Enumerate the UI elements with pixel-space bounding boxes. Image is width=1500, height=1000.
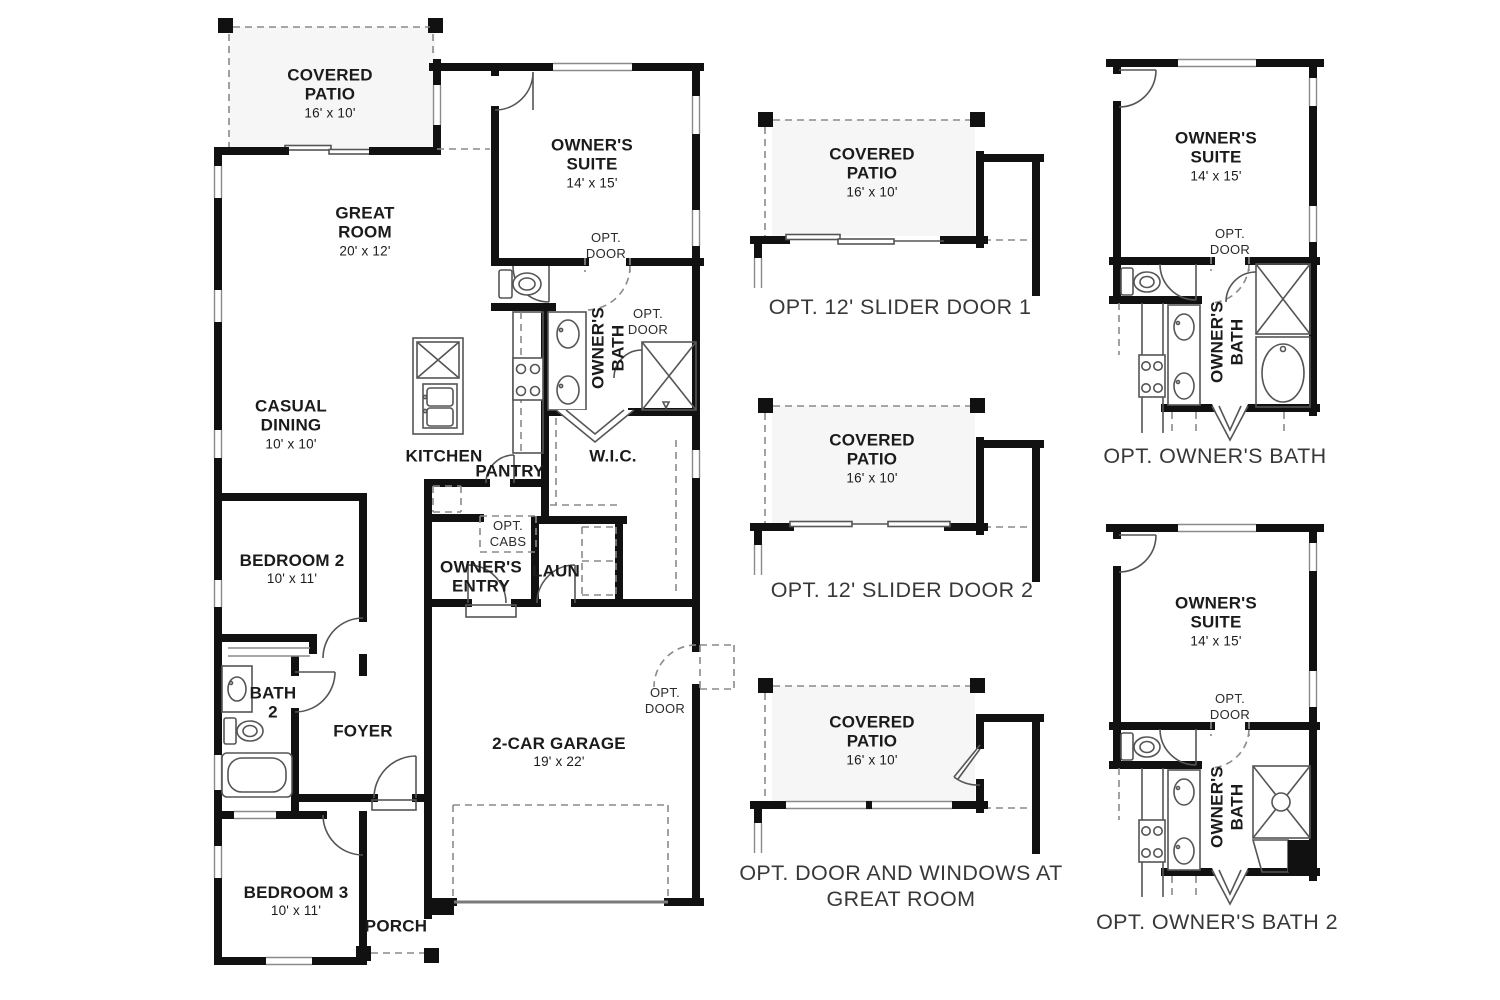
suite-door-swing xyxy=(1118,534,1157,573)
room-label-laundry: LAUN xyxy=(531,561,580,581)
room-label-suite-option-2: OWNER'S SUITE 14' x 15' xyxy=(1175,593,1257,649)
shower-icon xyxy=(1225,263,1311,335)
toilet-door-swing xyxy=(1159,728,1197,766)
room-label-bedroom3: BEDROOM 3 10' x 11' xyxy=(243,883,349,919)
room-label-bath-option-2: OWNER'S BATH xyxy=(1207,766,1246,848)
bath2-toilet-icon xyxy=(223,717,264,745)
room-label-patio-option-3: COVERED PATIO 16' x 10' xyxy=(829,712,915,768)
door-swings xyxy=(294,71,643,856)
toilet-icon xyxy=(1120,732,1161,761)
main-floor-plan xyxy=(213,18,735,966)
option-slider-door-2 xyxy=(750,398,1044,582)
opt-door-label-garage: OPT. DOOR xyxy=(644,685,686,716)
walk-in-shower-icon xyxy=(1252,765,1311,839)
room-label-bedroom2: BEDROOM 2 10' x 11' xyxy=(239,551,345,587)
option-caption-owners-bath-1: OPT. OWNER'S BATH xyxy=(1103,443,1327,468)
bath2-sink-icon xyxy=(221,665,253,713)
vanity-sinks-icon xyxy=(1167,769,1201,871)
room-label-porch: PORCH xyxy=(364,916,428,936)
room-label-kitchen: KITCHEN xyxy=(405,446,483,466)
room-label-garage: 2-CAR GARAGE 19' x 22' xyxy=(492,734,626,770)
option-caption-door-windows: OPT. DOOR AND WINDOWS AT GREAT ROOM xyxy=(739,860,1063,911)
vanity-sinks-icon xyxy=(547,311,587,411)
vanity-sinks-icon xyxy=(1167,304,1201,406)
option-caption-slider-door-1: OPT. 12' SLIDER DOOR 1 xyxy=(768,294,1032,319)
room-label-foyer: FOYER xyxy=(333,721,393,741)
cooktop-icon xyxy=(512,311,544,454)
entry-step xyxy=(465,604,517,618)
option-owners-bath-2 xyxy=(1106,523,1324,906)
garage-corner-block xyxy=(424,898,454,915)
option-slider-door-1 xyxy=(750,112,1044,296)
toilet-door-swing xyxy=(1159,263,1197,301)
bathtub-icon xyxy=(221,752,293,798)
room-label-suite-option-1: OWNER'S SUITE 14' x 15' xyxy=(1175,128,1257,184)
option-owners-bath-1 xyxy=(1106,58,1324,442)
room-label-bath-option-1: OWNER'S BATH xyxy=(1207,301,1246,383)
room-label-wic: W.I.C. xyxy=(589,446,637,466)
cased-opening-arrow xyxy=(1211,868,1249,906)
porch-structure xyxy=(356,799,439,963)
cased-opening-arrow xyxy=(1211,404,1249,442)
shower-bench xyxy=(1251,839,1312,873)
opt-cabs-label: OPT. CABS xyxy=(489,518,527,549)
room-label-patio-option-2: COVERED PATIO 16' x 10' xyxy=(829,430,915,486)
room-label-casual-dining: CASUAL DINING 10' x 10' xyxy=(254,396,328,452)
room-label-patio-option-1: COVERED PATIO 16' x 10' xyxy=(829,144,915,200)
toilet-icon xyxy=(498,269,542,299)
dashed-details xyxy=(371,148,735,954)
room-label-great-room: GREAT ROOM 20' x 12' xyxy=(335,203,395,259)
kitchen-counter-edge xyxy=(1138,303,1166,433)
room-label-covered-patio: COVERED PATIO 16' x 10' xyxy=(287,65,373,121)
toilet-icon xyxy=(1120,267,1161,296)
shower-icon xyxy=(641,341,697,411)
option-caption-owners-bath-2: OPT. OWNER'S BATH 2 xyxy=(1096,909,1338,934)
opt-door-label-suite: OPT. DOOR xyxy=(585,230,627,261)
room-label-bath2: BATH 2 xyxy=(249,683,297,722)
opt-door-label-option-1: OPT. DOOR xyxy=(1209,226,1251,257)
room-label-owners-entry: OWNER'S ENTRY xyxy=(440,557,522,596)
kitchen-counter-edge xyxy=(1138,768,1166,897)
room-label-owners-suite: OWNER'S SUITE 14' x 15' xyxy=(551,135,633,191)
suite-door-swing xyxy=(1118,69,1157,108)
option-door-windows-great-room xyxy=(750,678,1044,854)
kitchen-island-icon xyxy=(412,337,464,435)
opt-door-label-option-2: OPT. DOOR xyxy=(1209,691,1251,722)
room-label-pantry: PANTRY xyxy=(475,461,545,481)
option-caption-slider-door-2: OPT. 12' SLIDER DOOR 2 xyxy=(770,577,1034,602)
bathtub-icon xyxy=(1255,336,1311,408)
opt-door-label-bath: OPT. DOOR xyxy=(627,306,669,337)
swing-door-icon xyxy=(953,744,981,786)
cased-opening-arrow xyxy=(555,409,635,444)
covered-patio-structure xyxy=(218,18,443,155)
